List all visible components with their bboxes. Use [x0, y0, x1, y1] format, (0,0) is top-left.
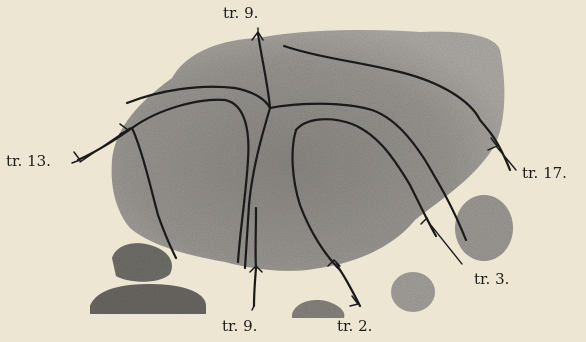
label-tr3: tr. 3.	[474, 272, 509, 287]
leader-tr2	[336, 262, 360, 306]
stain-blob-right	[455, 195, 513, 261]
label-tr2: tr. 2.	[337, 319, 372, 334]
stain-blob-bottom-center	[292, 300, 344, 318]
stain-blob-lower-right	[391, 272, 435, 312]
arrow-tr13-tail	[72, 152, 80, 163]
stain-blob-left-small	[112, 243, 172, 282]
main-stain-region	[112, 30, 505, 271]
label-tr13: tr. 13.	[6, 154, 51, 169]
leader-tr17	[496, 146, 516, 170]
label-tr17: tr. 17.	[522, 166, 567, 181]
label-tr9-bottom: tr. 9.	[222, 319, 257, 334]
label-tr9-top: tr. 9.	[223, 6, 258, 21]
stain-blob-left-large	[90, 284, 206, 314]
leader-tr9-bottom	[252, 306, 254, 310]
